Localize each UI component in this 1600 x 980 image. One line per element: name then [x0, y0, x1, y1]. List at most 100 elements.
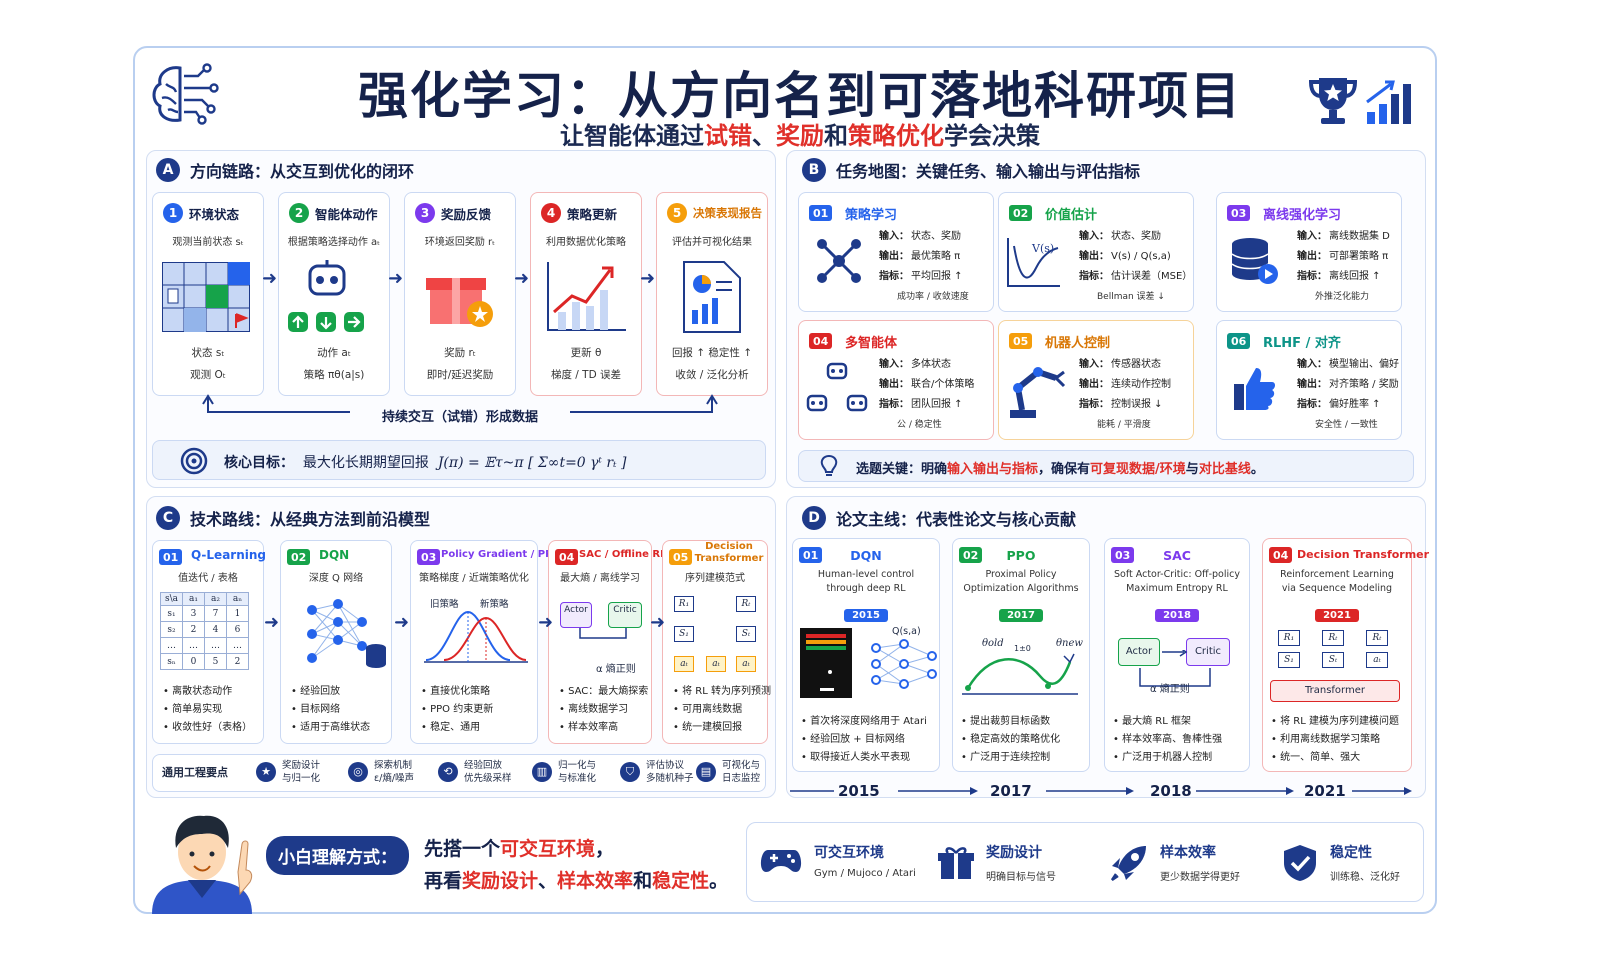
feature-reward: 奖励设计明确目标与信号	[938, 842, 1056, 883]
q-table-cell: 2	[226, 653, 250, 670]
task-io-row: 输入：状态、奖励	[1079, 227, 1192, 247]
dt-token: R₁	[1278, 630, 1300, 646]
route-bullet: 直接优化策略	[421, 683, 493, 701]
io-value: 对齐策略 / 奖励	[1329, 379, 1399, 390]
paper-number: 02	[959, 547, 983, 563]
shield-icon: ⛉	[620, 762, 640, 782]
route-bullet: 经验回放	[291, 683, 370, 701]
q-table-cell: s₂	[159, 621, 184, 638]
thumbs-up-icon	[1234, 368, 1275, 410]
eng-point-5: ⛉评估协议多随机种子	[620, 759, 694, 785]
paper-bullet: 将 RL 建模为序列建模问题	[1271, 713, 1399, 731]
dt-token: S₁	[674, 626, 694, 642]
gift-icon	[426, 278, 493, 327]
database-play-icon	[1231, 238, 1278, 284]
io-label: 指标：	[1079, 399, 1109, 410]
paper-year-badge: 2015	[793, 603, 939, 622]
task-io-row: 输入：离线数据集 D	[1297, 227, 1390, 247]
route-subtitle: 最大熵 / 离线学习	[560, 573, 640, 584]
arrow-right-icon: ➜	[388, 268, 404, 289]
step-number: 2	[289, 203, 309, 223]
paper-number: 04	[1269, 547, 1293, 563]
task-extra: 外推泛化能力	[1315, 292, 1370, 302]
sac-entropy-label: α 熵正则	[1150, 684, 1190, 695]
io-label: 指标：	[879, 399, 909, 410]
theta-new-label: θnew	[1056, 638, 1083, 649]
atari-screen-icon	[800, 628, 852, 698]
task-number: 02	[1009, 205, 1033, 221]
task-extra: 公 / 稳定性	[897, 420, 942, 430]
core-goal: 核心目标： 最大化长期期望回报 J(π) = 𝔼τ~π [ Σ∞t=0 γᵗ r…	[224, 455, 627, 471]
task-io-row: 输出：联合/个体策略	[879, 375, 974, 395]
step-caption-2: 收敛 / 泛化分析	[675, 369, 749, 381]
task-io-row: 输出：V(s) / Q(s,a)	[1079, 247, 1192, 267]
paper-subtitle: Reinforcement Learning	[1280, 569, 1394, 580]
arrow-right-icon: ➜	[538, 612, 554, 633]
paper-subtitle: Soft Actor-Critic: Off-policy	[1114, 569, 1240, 580]
route-bullet: 可用离线数据	[673, 701, 771, 719]
q-table-header: a₂	[204, 592, 228, 606]
eng-point-line: 与归一化	[282, 773, 321, 784]
q-table-cell: 2	[182, 621, 206, 638]
paper-subtitle: through deep RL	[826, 583, 906, 594]
q-table-cell: …	[204, 637, 228, 654]
brain-circuit-icon	[152, 63, 219, 125]
q-table-cell: 1	[226, 605, 250, 622]
io-value: 平均回报 ↑	[911, 271, 963, 282]
io-value: 连续动作控制	[1111, 379, 1171, 390]
route-number: 01	[159, 549, 183, 565]
paper-name: SAC	[1163, 548, 1191, 563]
lightbulb-icon	[820, 454, 838, 476]
task-io-row: 指标：偏好胜率 ↑	[1297, 395, 1399, 415]
eng-point-4: ▥归一化与与标准化	[532, 759, 596, 785]
io-value: 控制误报 ↓	[1111, 399, 1163, 410]
star-icon: ★	[256, 762, 276, 782]
replay-icon: ⟲	[438, 762, 458, 782]
multi-robot-icon	[806, 362, 868, 412]
eng-point-1: ★奖励设计与归一化	[256, 759, 320, 785]
io-label: 输入：	[879, 231, 909, 242]
paper-year-badge: 2018	[1105, 603, 1249, 622]
task-io-row: 输入：多体状态	[879, 355, 974, 375]
io-value: 可部署策略 π	[1329, 251, 1389, 262]
paper-name: PPO	[1006, 548, 1036, 563]
eng-point-text: 归一化与与标准化	[558, 759, 596, 785]
paper-bullet: 最大熵 RL 框架	[1113, 713, 1222, 731]
route-bullet: 简单易实现	[163, 701, 252, 719]
eng-point-3: ⟲经验回放优先级采样	[438, 759, 512, 785]
task-io-row: 指标：估计误差（MSE）	[1079, 267, 1192, 287]
task-extra: 安全性 / 一致性	[1315, 420, 1378, 430]
timeline-year: 2018	[1150, 782, 1192, 800]
step-title-text: 奖励反馈	[441, 206, 492, 222]
step-title-text: 智能体动作	[315, 206, 378, 222]
ppo-clip-plot	[962, 653, 1078, 695]
paper-year-badge: 2021	[1263, 603, 1411, 622]
beginner-line-1: 先搭一个可交互环境，	[424, 838, 615, 860]
paper-bullet: 首次将深度网络用于 Atari	[801, 713, 927, 731]
io-label: 指标：	[1079, 271, 1109, 282]
q-table-header: a₁	[182, 592, 206, 606]
paper-bullet: 利用离线数据学习策略	[1271, 731, 1399, 749]
explore-icon: ◎	[348, 762, 368, 782]
route-subtitle: 值迭代 / 表格	[178, 573, 238, 584]
task-number: 05	[1009, 333, 1033, 349]
io-value: 团队回报 ↑	[911, 399, 963, 410]
step-subtitle: 观测当前状态 sₜ	[172, 237, 244, 248]
io-value: 联合/个体策略	[911, 379, 975, 390]
q-table-cell: 6	[226, 621, 250, 638]
io-label: 输出：	[879, 251, 909, 262]
paper-bullets: 将 RL 建模为序列建模问题利用离线数据学习策略统一、简单、强大	[1271, 713, 1399, 767]
qsa-label: Q(s,a)	[892, 626, 921, 637]
task-io-row: 指标：平均回报 ↑	[879, 267, 963, 287]
q-table-cell: …	[182, 637, 206, 654]
q-table-cell: 0	[182, 653, 206, 670]
loop-arrow	[202, 394, 718, 413]
route-number: 05	[669, 549, 693, 565]
